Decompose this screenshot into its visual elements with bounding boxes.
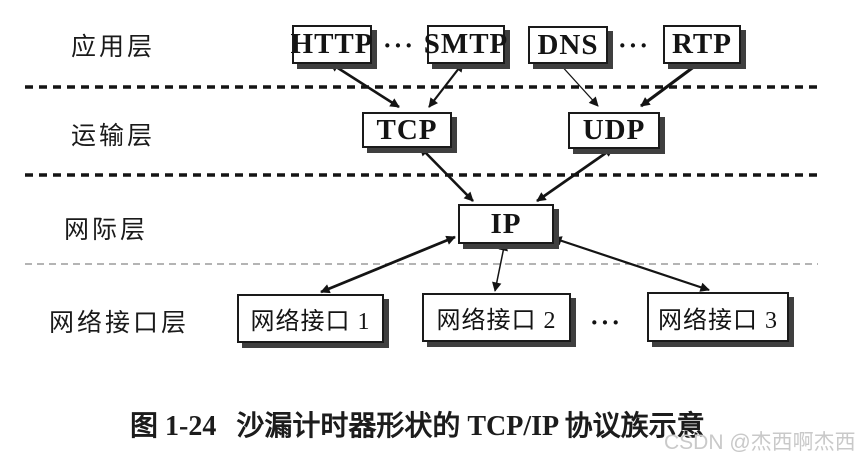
- csdn-watermark: CSDN @杰西啊杰西: [664, 431, 856, 454]
- arrow-smtp-tcp: [428, 62, 464, 108]
- figure-caption: 图 1-24 沙漏计时器形状的 TCP/IP 协议族示意: [130, 404, 705, 444]
- arrow-tcp-ip: [419, 146, 474, 202]
- arrow-ip-interface1: [320, 235, 456, 294]
- figure-number: 图 1-24: [130, 411, 217, 442]
- arrow-rtp-udp: [640, 61, 700, 108]
- protocol-box-http: HTTP: [291, 25, 372, 64]
- protocol-box-tcp: TCP: [362, 112, 452, 148]
- protocol-box-udp: UDP: [568, 112, 660, 149]
- arrow-http-tcp: [329, 61, 400, 109]
- ellipsis-app-left: ···: [383, 31, 416, 60]
- layer-label-transport: 运输层: [71, 123, 156, 150]
- layer-label-internet: 网际层: [64, 217, 149, 244]
- box-network-interface-1: 网络接口 1: [237, 294, 384, 343]
- box-network-interface-3: 网络接口 3: [647, 292, 789, 342]
- protocol-box-smtp: SMTP: [424, 25, 507, 64]
- arrow-ip-interface2: [492, 241, 508, 292]
- figure-title: 沙漏计时器形状的 TCP/IP 协议族示意: [236, 411, 705, 442]
- layer-label-network-interface: 网络接口层: [49, 310, 190, 337]
- arrow-ip-interface3: [552, 236, 710, 292]
- ellipsis-app-right: ···: [618, 31, 651, 60]
- arrow-dns-udp: [558, 62, 599, 107]
- protocol-box-rtp: RTP: [663, 25, 741, 64]
- protocol-box-ip: IP: [458, 204, 554, 244]
- ellipsis-interface: ···: [590, 308, 623, 337]
- arrow-udp-ip: [536, 146, 614, 203]
- box-network-interface-2: 网络接口 2: [422, 293, 571, 342]
- layer-label-application: 应用层: [71, 34, 156, 61]
- protocol-box-dns: DNS: [528, 26, 608, 64]
